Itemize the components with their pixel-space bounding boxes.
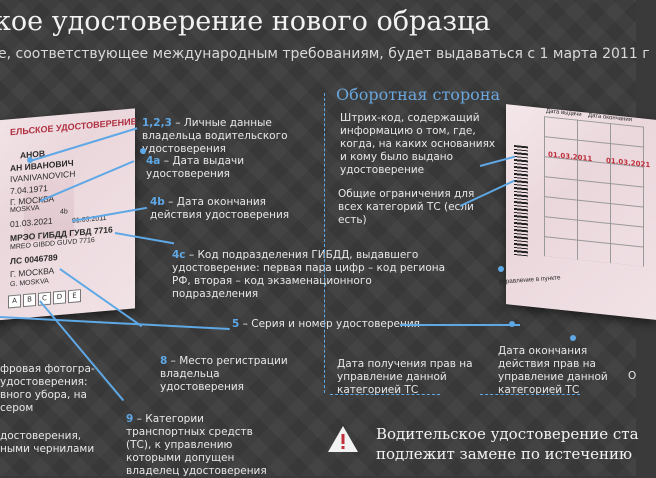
page-subtitle: е, соответствующее международным требова… [0,46,650,62]
back-side-heading: Оборотная сторона [336,85,501,104]
card-line: G. MOSKVA [10,277,49,289]
category-box: Е [68,289,81,304]
annotation-date-end-rights: Дата окончания действия прав на управлен… [498,345,608,396]
connector-dot [498,266,504,272]
annotation-restrictions: Общие ограничения для всех категорий ТС … [338,188,475,226]
license-back-card: Дата выдачи Дата окончания 01.03.2011 01… [498,104,656,320]
warning-text: Водительское удостоверение ста подлежит … [376,424,639,464]
warning-icon [328,426,358,452]
category-box: В [23,293,36,308]
dashed-guide [480,394,580,395]
annotation-gibdd-code: 4c – Код подразделения ГИБДД, выдавшего … [172,249,446,300]
page-title: кое удостоверение нового образца [0,6,491,37]
dashed-guide [324,93,325,393]
annotation-date-rights: Дата получения прав на управление данной… [337,358,473,396]
annotation-barcode: Штрих-код, содержащий информацию о том, … [340,112,496,176]
category-box: С [38,291,51,306]
connector-dot [509,321,515,327]
category-box: А [8,294,21,309]
connector-dot [140,148,146,154]
card-label-4b: 4b [60,208,68,216]
annotation-signature: достоверения, ными чернилами [0,430,95,455]
annotation-categories: 9 – Категории транспортных средств (ТС),… [126,413,267,477]
warning-line: Водительское удостоверение ста [376,425,639,443]
annotation-issue-date: 4a – Дата выдачи удостоверения [146,155,245,180]
connector-line [400,324,520,326]
annotation-registration: 8 – Место регистрации владельца удостове… [160,355,288,393]
annotation-expiry-date: 4b – Дата окончания действия удостоверен… [150,196,290,221]
annotation-series-number: 5 – Серия и номер удостоверения [232,318,421,330]
annotation-cut-right: О [628,370,637,382]
connector-dot [27,157,33,163]
dashed-guide [330,394,440,395]
back-rotated-label: Управление в пункте [497,274,562,286]
connector-line [0,316,230,330]
barcode [514,144,528,257]
card-line: ЛС 0046789 [10,252,58,267]
license-front-card: ЕЛЬСКОЕ УДОСТОВЕРЕНИЕ АНОВ АН ИВАНОВИЧ I… [0,108,137,324]
connector-dot [570,335,576,341]
category-box: D [53,290,66,305]
annotation-personal-data: 1,2,3 – Личные данные владельца водитель… [142,117,288,155]
categories-grid [544,116,644,267]
warning-line: подлежит замене по истечению [376,445,633,463]
annotation-photo: фровая фотогра- удостоверения: вного убо… [0,363,95,414]
